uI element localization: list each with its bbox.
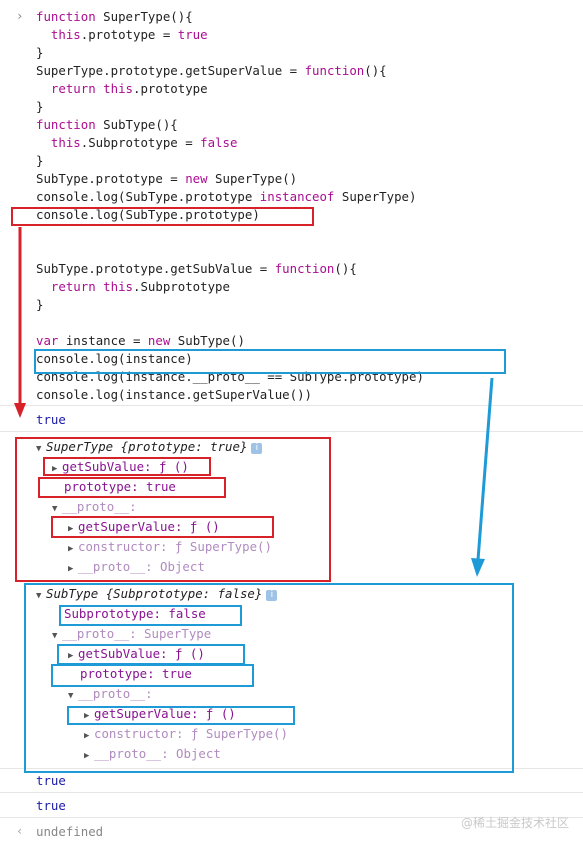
tree-item-prototype: prototype: true [80, 666, 192, 681]
blue-arrow-head [471, 558, 485, 577]
object-header[interactable]: ▼SubType {Subprototype: false}i [36, 585, 278, 603]
code-line: console.log(instance) [36, 351, 193, 366]
blue-outline-box [24, 583, 514, 773]
divider [0, 817, 583, 818]
tree-item-proto-object[interactable]: ▶__proto__: Object [84, 746, 221, 761]
divider [0, 792, 583, 793]
output-true: true [36, 412, 66, 427]
code-line: console.log(SubType.prototype instanceof… [36, 189, 417, 204]
code-line: this.prototype = true [50, 27, 208, 42]
tree-item-getsubvalue[interactable]: ▶getSubValue: ƒ () [52, 459, 189, 474]
tree-item-proto[interactable]: ▼__proto__: [52, 499, 137, 514]
code-line: } [36, 153, 44, 168]
tree-item-constructor[interactable]: ▶constructor: ƒ SuperType() [68, 539, 272, 554]
divider [0, 405, 583, 406]
output-undefined: undefined [36, 824, 104, 839]
tree-item-constructor[interactable]: ▶constructor: ƒ SuperType() [84, 726, 288, 741]
object-header[interactable]: ▼SuperType {prototype: true}i [36, 438, 263, 456]
info-icon[interactable]: i [266, 590, 278, 601]
info-icon[interactable]: i [251, 443, 263, 454]
blue-highlight-box [34, 349, 506, 374]
output-true: true [36, 798, 66, 813]
code-line: SubType.prototype = new SuperType() [36, 171, 298, 186]
tree-item-proto[interactable]: ▼__proto__: SuperType [52, 626, 212, 641]
code-line: return this.prototype [50, 81, 208, 96]
code-line: console.log(SubType.prototype) [36, 207, 260, 222]
code-line: } [36, 45, 44, 60]
code-line: SuperType.prototype.getSuperValue = func… [36, 63, 387, 78]
code-line: function SuperType(){ [36, 9, 193, 24]
red-highlight-box [38, 477, 226, 498]
watermark: @稀土掘金技术社区 [460, 816, 569, 830]
red-highlight-box [43, 457, 211, 476]
tree-item-getsupervalue[interactable]: ▶getSuperValue: ƒ () [84, 706, 236, 721]
code-line: } [36, 99, 44, 114]
tree-item-getsupervalue[interactable]: ▶getSuperValue: ƒ () [68, 519, 220, 534]
code-line: var instance = new SubType() [36, 333, 245, 348]
code-line: SubType.prototype.getSubValue = function… [36, 261, 357, 276]
code-line: console.log(instance.getSuperValue()) [36, 387, 313, 402]
tree-item-proto-object[interactable]: ▶__proto__: Object [68, 559, 205, 574]
blue-highlight-box [59, 605, 242, 626]
blue-highlight-box [51, 664, 254, 687]
tree-item-prototype: prototype: true [64, 479, 176, 494]
prompt-chevron-icon: › [16, 8, 24, 23]
code-line: function SubType(){ [36, 117, 178, 132]
red-outline-box [15, 437, 331, 582]
code-line: this.Subprototype = false [50, 135, 238, 150]
code-line: } [36, 297, 44, 312]
blue-highlight-box [57, 644, 245, 665]
red-highlight-box [11, 207, 314, 226]
tree-item-proto-inner[interactable]: ▼__proto__: [68, 686, 153, 701]
result-chevron-icon: ‹ [16, 823, 24, 838]
divider [0, 431, 583, 432]
tree-item-getsubvalue[interactable]: ▶getSubValue: ƒ () [68, 646, 205, 661]
blue-highlight-box [67, 706, 295, 725]
output-true: true [36, 773, 66, 788]
code-line: return this.Subprototype [50, 279, 230, 294]
divider [0, 768, 583, 769]
red-highlight-box [51, 516, 274, 538]
tree-item-subprototype: Subprototype: false [64, 606, 206, 621]
